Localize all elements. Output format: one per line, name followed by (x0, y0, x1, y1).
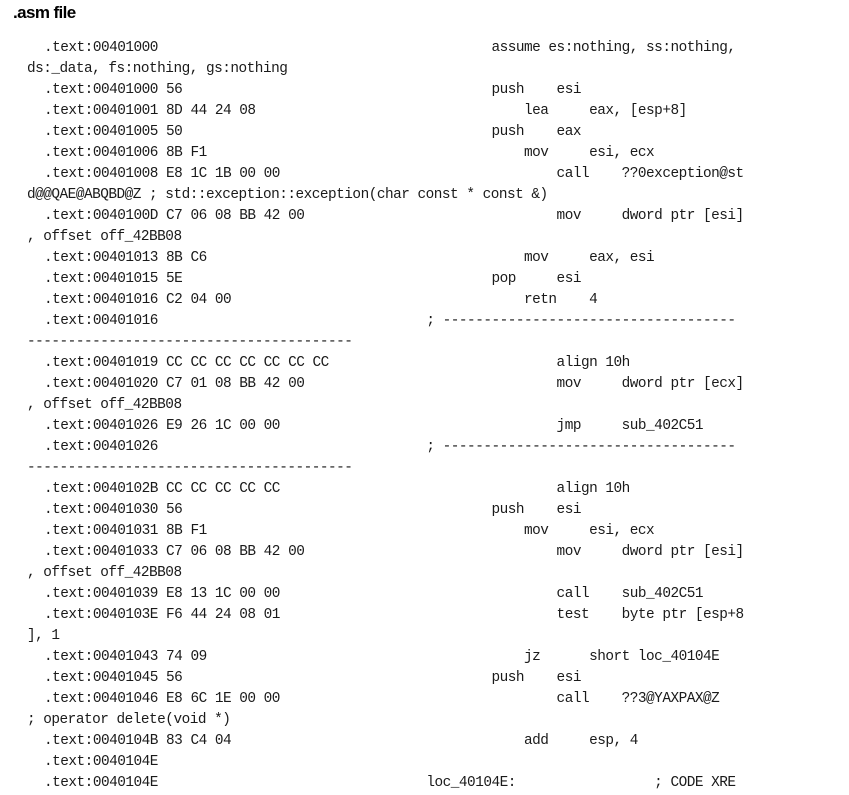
code-line-continuation: , offset off_42BB08 (27, 565, 182, 581)
code-line: .text:00401030 56 push esi (44, 502, 581, 518)
code-line: .text:0040102B CC CC CC CC CC align 10h (44, 481, 630, 497)
code-line-continuation: , offset off_42BB08 (27, 229, 182, 245)
code-line-continuation: d@@QAE@ABQBD@Z ; std::exception::excepti… (27, 187, 548, 203)
code-line: .text:00401013 8B C6 mov eax, esi (44, 250, 655, 266)
code-line: .text:00401033 C7 06 08 BB 42 00 mov dwo… (44, 544, 744, 560)
code-line: .text:00401039 E8 13 1C 00 00 call sub_4… (44, 586, 704, 602)
code-line: .text:00401000 56 push esi (44, 82, 581, 98)
code-line-continuation: ---------------------------------------- (27, 460, 353, 476)
code-line-continuation: , offset off_42BB08 (27, 397, 182, 413)
code-line: .text:00401045 56 push esi (44, 670, 581, 686)
code-line: .text:00401019 CC CC CC CC CC CC CC alig… (44, 355, 630, 371)
code-line-continuation: ], 1 (27, 628, 60, 644)
code-line: .text:00401043 74 09 jz short loc_40104E (44, 649, 720, 665)
code-line: .text:0040104B 83 C4 04 add esp, 4 (44, 733, 638, 749)
code-line: .text:0040104E (44, 754, 158, 770)
code-line: .text:00401026 ; -----------------------… (44, 439, 736, 455)
code-line: .text:00401016 ; -----------------------… (44, 313, 736, 329)
code-line: .text:00401020 C7 01 08 BB 42 00 mov dwo… (44, 376, 744, 392)
code-line: .text:00401016 C2 04 00 retn 4 (44, 292, 598, 308)
code-line: .text:00401008 E8 1C 1B 00 00 call ??0ex… (44, 166, 744, 182)
code-line: .text:00401026 E9 26 1C 00 00 jmp sub_40… (44, 418, 704, 434)
code-line: .text:00401046 E8 6C 1E 00 00 call ??3@Y… (44, 691, 720, 707)
code-line: .text:00401005 50 push eax (44, 124, 581, 140)
code-line-continuation: ---------------------------------------- (27, 334, 353, 350)
code-line: .text:0040100D C7 06 08 BB 42 00 mov dwo… (44, 208, 744, 224)
code-line: .text:00401001 8D 44 24 08 lea eax, [esp… (44, 103, 687, 119)
code-line: .text:00401015 5E pop esi (44, 271, 581, 287)
code-line-continuation: ; operator delete(void *) (27, 712, 231, 728)
code-line: .text:0040103E F6 44 24 08 01 test byte … (44, 607, 744, 623)
code-line-continuation: ds:_data, fs:nothing, gs:nothing (27, 61, 288, 77)
code-line: .text:00401006 8B F1 mov esi, ecx (44, 145, 655, 161)
code-line: .text:0040104E loc_40104E: ; CODE XRE (44, 775, 736, 791)
code-line: .text:00401031 8B F1 mov esi, ecx (44, 523, 655, 539)
document-title: .asm file (13, 3, 76, 22)
code-line: .text:00401000 assume es:nothing, ss:not… (44, 40, 736, 56)
